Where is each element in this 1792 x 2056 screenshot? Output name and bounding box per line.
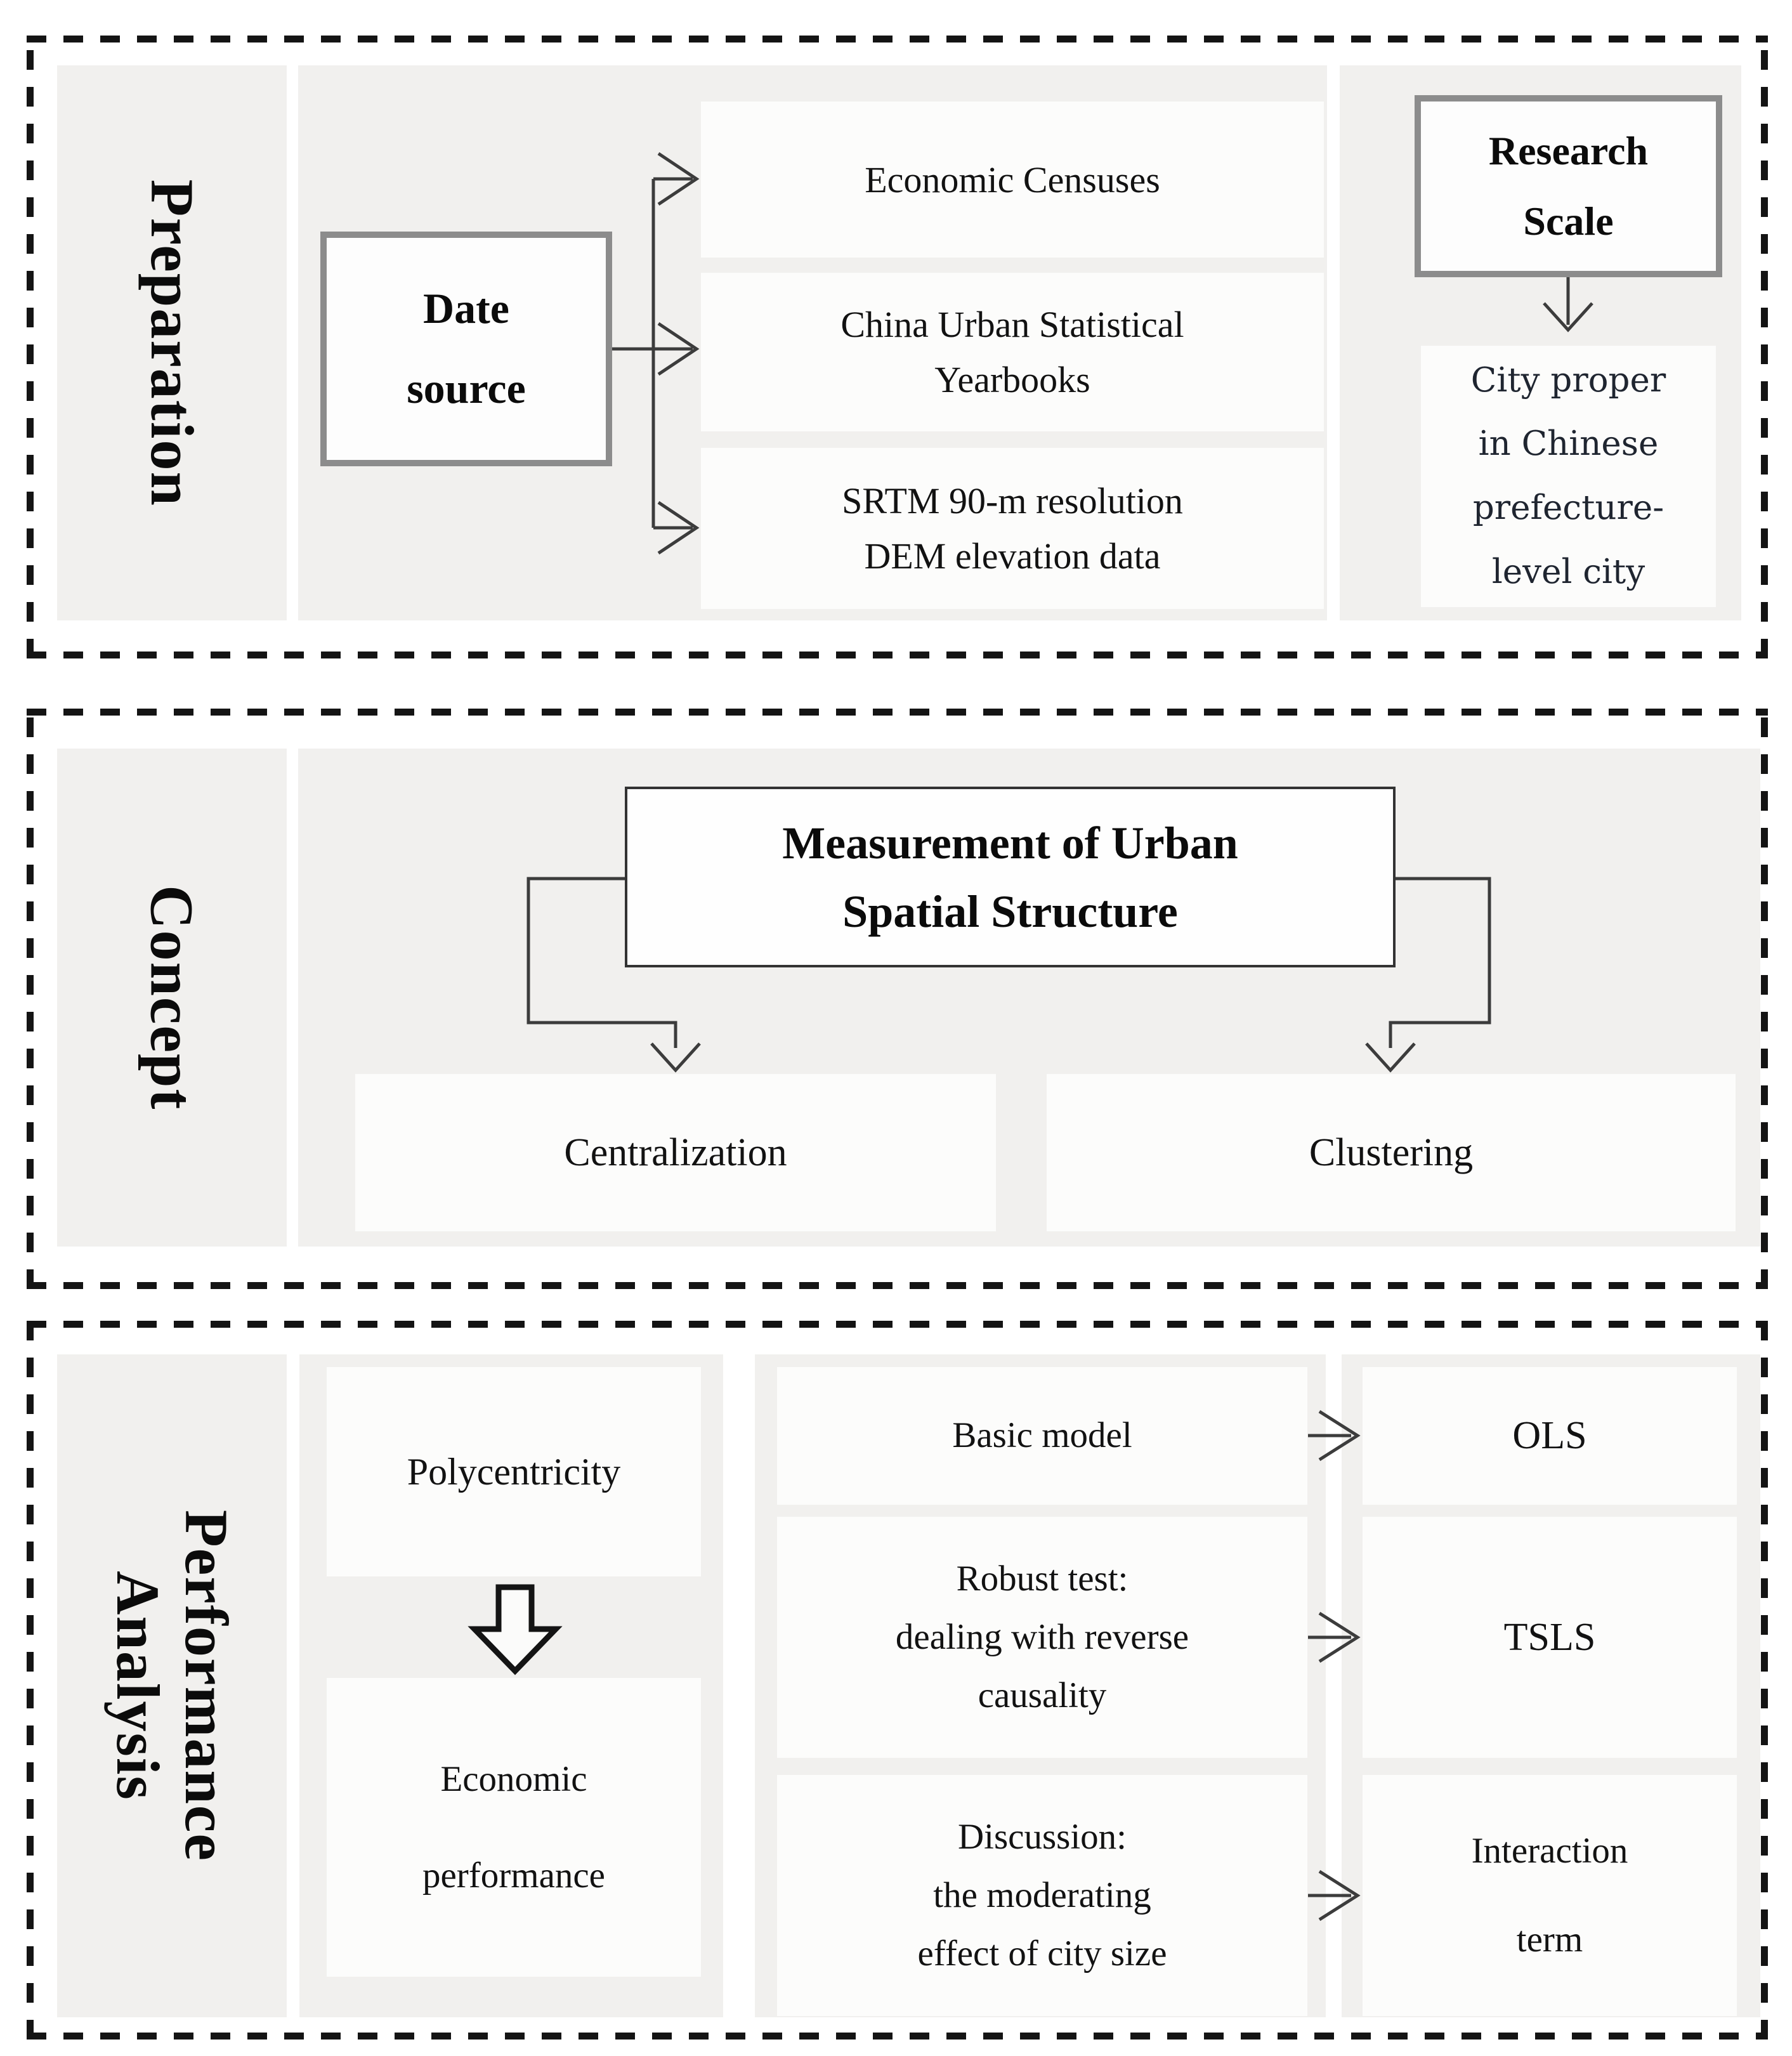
clustering-box: Clustering [1047, 1074, 1736, 1231]
measurement-box: Measurement of Urban Spatial Structure [625, 787, 1396, 967]
concept-label: Concept [138, 884, 206, 1111]
concept-label-panel: Concept [57, 749, 287, 1247]
basic-model-box: Basic model [777, 1367, 1307, 1505]
performance-label-panel: Performance Analysis [57, 1354, 287, 2017]
performance-label: Performance Analysis [104, 1509, 240, 1863]
ols-box: OLS [1363, 1367, 1737, 1505]
tsls-box: TSLS [1363, 1517, 1737, 1758]
economic-performance-box: Economic performance [327, 1678, 701, 1977]
source-box-srtm-dem: SRTM 90-m resolution DEM elevation data [701, 448, 1324, 609]
source-box-statistical-yearbooks: China Urban Statistical Yearbooks [701, 273, 1324, 431]
city-proper-box: City proper in Chinese prefecture- level… [1421, 346, 1716, 607]
robust-test-box: Robust test: dealing with reverse causal… [777, 1517, 1307, 1758]
discussion-box: Discussion: the moderating effect of cit… [777, 1775, 1307, 2016]
preparation-label: Preparation [138, 179, 206, 507]
polycentricity-box: Polycentricity [327, 1367, 701, 1576]
centralization-box: Centralization [355, 1074, 996, 1231]
source-box-economic-censuses: Economic Censuses [701, 101, 1324, 258]
interaction-term-box: Interaction term [1363, 1775, 1737, 2016]
preparation-label-panel: Preparation [57, 65, 287, 620]
research-scale-box: Research Scale [1415, 95, 1722, 277]
date-source-box: Date source [320, 232, 612, 466]
